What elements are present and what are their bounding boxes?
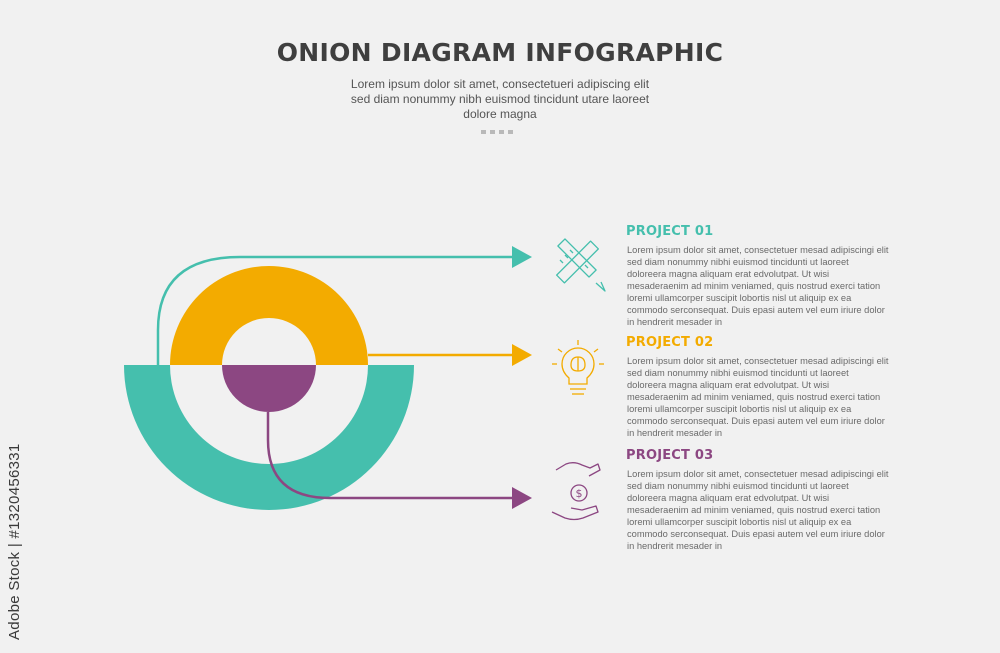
ruler-pencil-icon (555, 238, 606, 292)
page-subtitle: Lorem ipsum dolor sit amet, consectetuer… (350, 77, 650, 121)
hands-dollar-icon: $ (551, 462, 601, 521)
svg-text:$: $ (576, 487, 583, 500)
page-title: ONION DIAGRAM INFOGRAPHIC (276, 38, 724, 67)
project-02-description: Lorem ipsum dolor sit amet, consectetuer… (627, 356, 889, 438)
project-02-title: PROJECT 02 (626, 335, 714, 350)
core-layer (222, 365, 316, 412)
arrowhead-project-01 (512, 246, 532, 268)
project-03-description: Lorem ipsum dolor sit amet, consectetuer… (627, 469, 889, 551)
middle-layer-arc (170, 266, 368, 365)
connector-project-01 (156, 255, 515, 365)
lightbulb-brain-icon (552, 340, 604, 395)
outer-layer-arc (124, 365, 414, 510)
divider-dots (481, 130, 513, 134)
side-watermark: Adobe Stock | #1320456331 (6, 443, 23, 640)
project-01-description: Lorem ipsum dolor sit amet, consectetuer… (627, 245, 889, 327)
arrowhead-project-03 (512, 487, 532, 509)
project-03-title: PROJECT 03 (626, 448, 714, 463)
connector-project-03 (266, 412, 515, 500)
project-01-title: PROJECT 01 (626, 224, 714, 239)
arrowhead-project-02 (512, 344, 532, 366)
